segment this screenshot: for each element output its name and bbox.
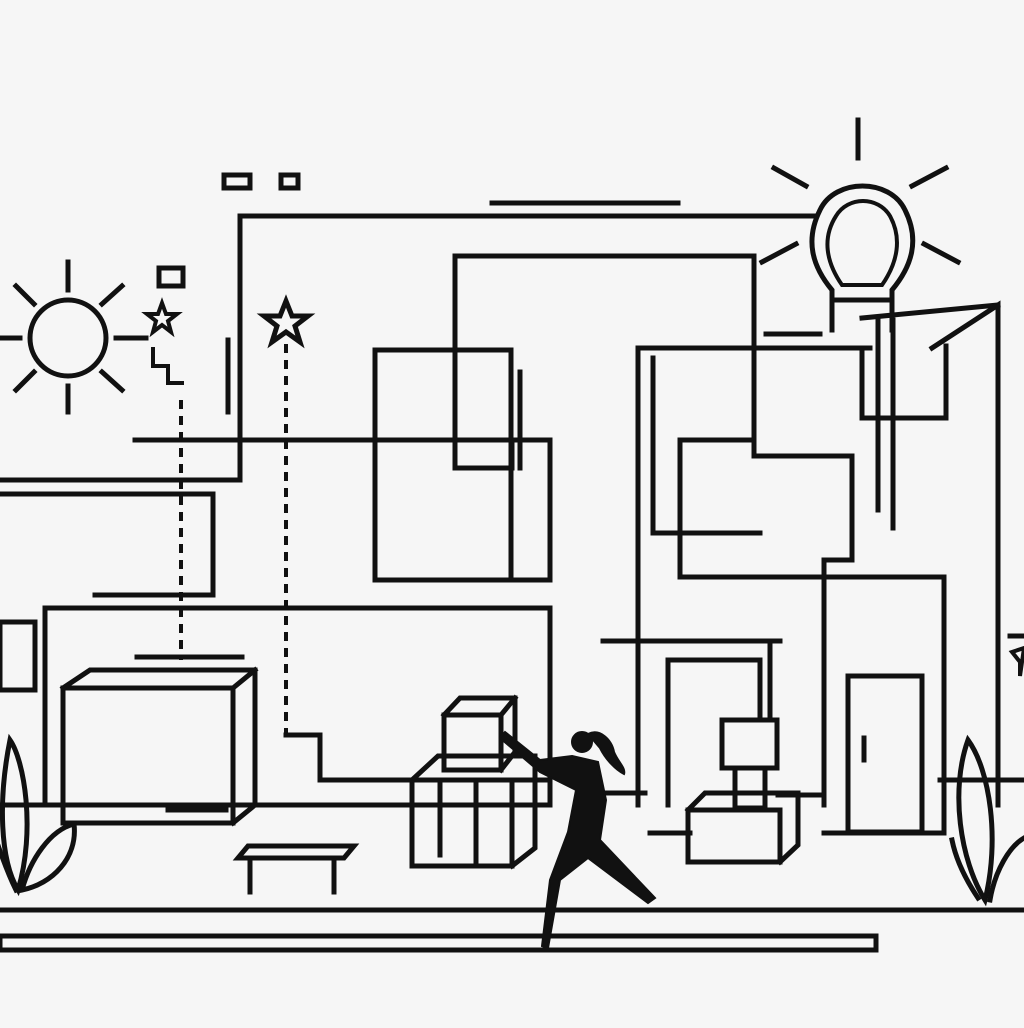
bench-icon bbox=[232, 843, 360, 895]
sun-icon bbox=[0, 259, 149, 415]
person-figure bbox=[498, 730, 657, 950]
lightbulb-icon bbox=[758, 117, 962, 333]
box-icon bbox=[59, 666, 259, 827]
ground-strip bbox=[0, 933, 879, 953]
star-icon bbox=[256, 294, 316, 349]
star-icon bbox=[1008, 645, 1024, 677]
window-square bbox=[278, 172, 301, 191]
stair-line bbox=[151, 347, 184, 385]
plant-icon bbox=[0, 733, 77, 897]
window-square bbox=[156, 265, 186, 289]
door-icon bbox=[845, 673, 925, 835]
star-icon bbox=[141, 297, 183, 338]
plant-icon bbox=[949, 734, 1024, 907]
stacked-boxes bbox=[408, 694, 538, 870]
stacked-boxes bbox=[684, 717, 801, 866]
window-square bbox=[221, 172, 253, 191]
